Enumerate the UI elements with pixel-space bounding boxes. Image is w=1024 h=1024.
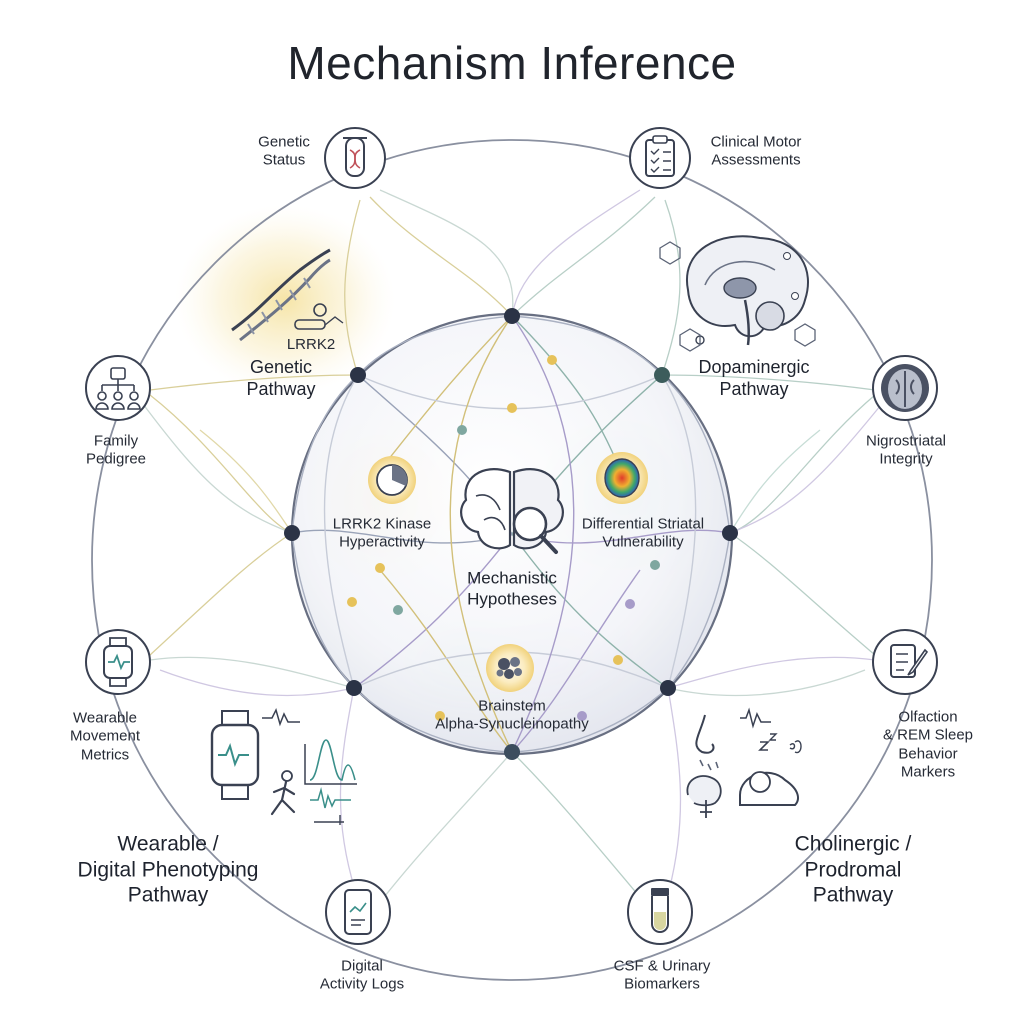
source-olfaction-rem-icon (872, 629, 938, 695)
source-connections (139, 189, 886, 916)
source-csf-urinary-icon (627, 879, 693, 945)
source-wearable-metrics-icon (85, 629, 151, 695)
hub-node-lower-right (660, 680, 676, 696)
striatal-heatmap-icon (596, 452, 648, 504)
source-family-pedigree-icon (85, 355, 151, 421)
hub-node-upper-right (654, 367, 670, 383)
hub-nodes (284, 308, 738, 760)
accent-nodes (347, 355, 660, 721)
hub-node-right (722, 525, 738, 541)
source-digital-logs-icon (325, 879, 391, 945)
source-genetic-status-icon (324, 127, 386, 189)
lrrk2-kinase-icon (368, 456, 416, 504)
source-clinical-motor-icon (629, 127, 691, 189)
wearable-illustration (210, 707, 357, 825)
hub-node-upper-left (350, 367, 366, 383)
hub-node-lower-left (346, 680, 362, 696)
page-title: Mechanism Inference (287, 37, 737, 89)
gene-label-lrrk2: LRRK2 (286, 335, 336, 353)
hub-node-top (504, 308, 520, 324)
brain-magnifier-icon (460, 468, 564, 554)
hub-node-bottom (504, 744, 520, 760)
alpha-synuclein-aggregate-icon (486, 644, 534, 692)
hub-node-left (284, 525, 300, 541)
genetic-glow (175, 205, 395, 395)
cholinergic-illustration (686, 707, 802, 818)
dna-helix-icon (231, 248, 344, 342)
outer-ring (91, 139, 933, 981)
source-nigrostriatal-icon (872, 355, 938, 421)
dopaminergic-brain-illustration (659, 235, 816, 352)
